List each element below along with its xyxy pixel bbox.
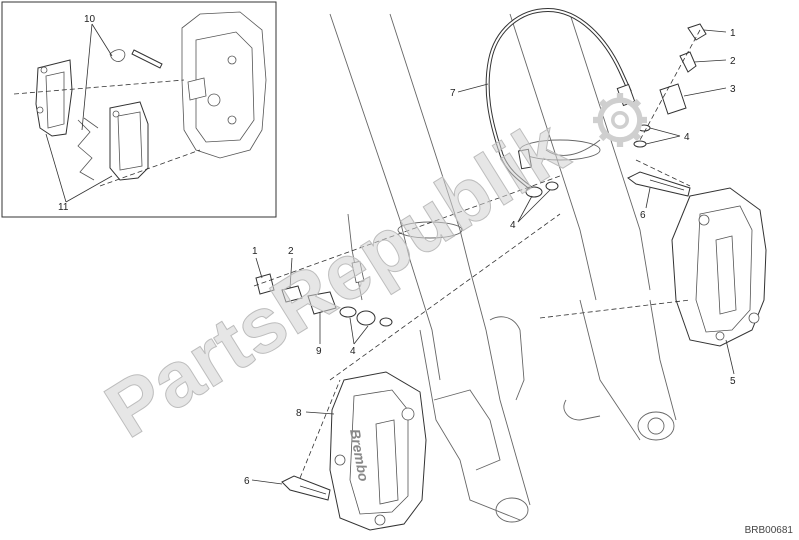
callout-7: 7 xyxy=(450,88,456,99)
left-caliper-bolt xyxy=(281,475,331,501)
watermark-gear-icon xyxy=(592,92,648,148)
reference-code: BRB00681 xyxy=(744,525,793,536)
callout-6-right: 6 xyxy=(640,210,646,221)
callout-5: 5 xyxy=(730,376,736,387)
right-caliper xyxy=(671,187,767,347)
callout-6-left: 6 xyxy=(244,476,250,487)
callout-11: 11 xyxy=(58,202,69,213)
callout-4-left: 4 xyxy=(350,346,356,357)
callout-2-right: 2 xyxy=(730,56,736,67)
inset-pad-front xyxy=(35,59,73,137)
callout-4-hose: 4 xyxy=(510,220,516,231)
right-caliper-bolt xyxy=(627,171,691,197)
callout-10: 10 xyxy=(84,14,96,25)
callout-4-right: 4 xyxy=(684,132,690,143)
inset-spring-clip xyxy=(77,117,99,181)
callouts: 1 2 9 4 8 6 7 4 1 2 3 4 6 5 xyxy=(244,28,736,487)
callout-8: 8 xyxy=(296,408,302,419)
callout-2-left: 2 xyxy=(288,246,294,257)
fork-assembly xyxy=(329,13,677,523)
callout-9: 9 xyxy=(316,346,322,357)
callout-1-left: 1 xyxy=(252,246,258,257)
inset-pin xyxy=(109,49,163,69)
callout-3: 3 xyxy=(730,84,736,95)
pad-inset: 10 11 xyxy=(1,1,277,218)
right-bleeder-parts xyxy=(633,23,707,148)
inset-caliper xyxy=(181,11,267,159)
left-bleeder-parts xyxy=(255,273,393,327)
left-caliper: Brembo xyxy=(329,371,427,531)
inset-pad-rear xyxy=(109,101,149,181)
callout-1-right: 1 xyxy=(730,28,736,39)
